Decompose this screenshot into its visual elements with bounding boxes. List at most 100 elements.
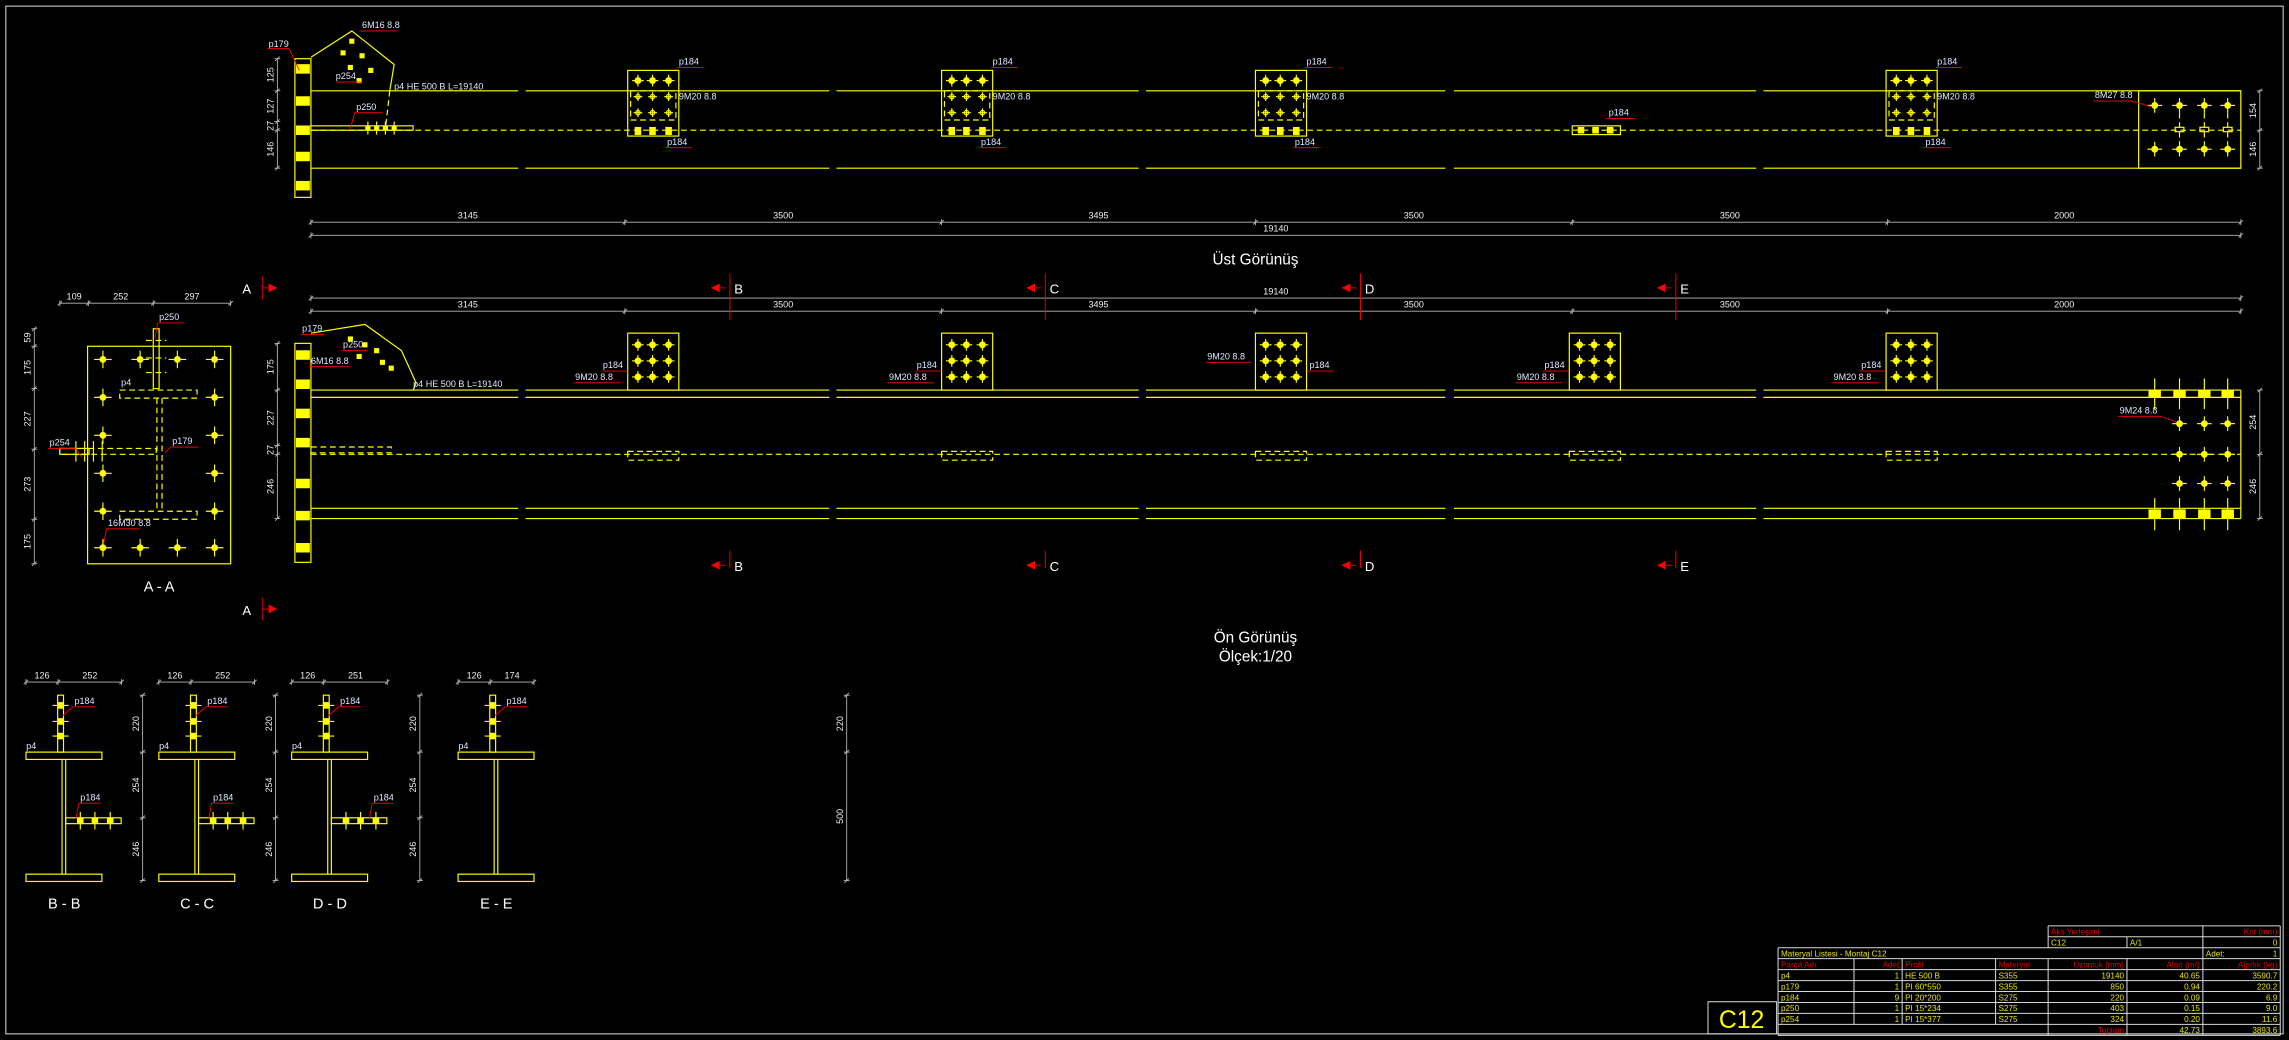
label-p179: p179 [269,39,289,49]
stiffener-plate [1254,332,1308,391]
bolt-icon [665,373,673,381]
bolt-icon [136,355,144,363]
leader-line [75,803,80,820]
dim-label: 246 [131,842,141,857]
label-p184: p184 [981,137,1001,147]
end-plate-right [2138,90,2242,169]
leader-line [62,706,74,716]
view-title: Ön Görünüş [1214,629,1298,647]
total-area: 42.73 [2180,1026,2201,1035]
dim-tick [2257,165,2263,171]
bolt-icon [665,93,672,100]
label-stiffener-bolts: 9M20 8.8 [1307,92,1345,102]
bolt-icon [962,341,970,349]
bolt-icon [1276,341,1284,349]
bolt-icon [979,357,986,365]
table-cell: 9 [1895,993,1900,1002]
table-title: Materyal Listesi - Montaj C12 [1781,949,1887,958]
bolt-icon [1892,373,1900,381]
label-p254: p254 [336,71,356,81]
table-cell: 3590.7 [2252,971,2277,980]
bolt-icon [1907,77,1915,85]
web-bolts-hidden [1568,450,1621,461]
dim-label: 500 [835,809,845,824]
leader-line [288,48,300,71]
leader-line [2160,415,2177,423]
dim-label: 175 [23,360,33,375]
bolt-icon [2224,145,2232,153]
label-p184: p184 [1609,108,1629,118]
table-cell: PI 60*550 [1905,982,1941,991]
dim-label: 126 [467,670,482,680]
plate-block [295,96,310,106]
column-header: Adet [1882,960,1900,969]
column-header: Materyal [1998,960,2029,969]
bolt-icon [665,357,673,365]
section-marker: B [734,559,743,574]
bolt-icon [1277,93,1284,100]
dim-tick [2257,516,2263,522]
web-bolts-hidden [1254,450,1308,461]
label-bolts: 16M30 8.8 [108,518,151,528]
bolt-icon [1590,341,1598,349]
bolt-block [1262,126,1269,135]
vertical-dimension: 220 500 [835,692,850,884]
web-bolts-hidden [627,450,680,461]
bolt-icon [136,544,144,552]
dim-label: 175 [266,359,276,374]
bolt-icon [99,355,107,363]
plate-block [295,437,310,448]
dim-label: 251 [348,670,363,680]
dim-label: 27 [266,121,276,131]
label-p184: p184 [917,360,937,370]
bottom-flange [25,873,103,883]
top-flange [158,751,236,760]
total-weight: 3893.6 [2252,1026,2277,1035]
bolt-block [1577,126,1585,134]
bolt-icon [634,341,642,349]
total-label: Toplam [2098,1026,2124,1035]
dim-label: 246 [2248,479,2258,494]
plate-block [295,180,310,191]
beam-label: p4 HE 500 B L=19140 [394,81,483,91]
bolt-icon [349,38,355,44]
leader-line [328,706,339,716]
plate-block [295,125,310,135]
label-p184: p184 [207,696,227,706]
dim-tick [272,692,278,698]
bolt-icon [2224,450,2232,458]
leader-line [208,803,213,820]
bolt-icon [365,125,371,131]
bolt-icon [1892,77,1900,85]
dim-tick [2257,88,2263,94]
dim-label: 254 [2248,415,2258,430]
column-header: Uzunluk (mm) [2073,960,2124,969]
table-cell: 1 [1895,982,1900,991]
leader-line [75,448,83,458]
label-p184: p184 [603,360,623,370]
bolt-block [1923,126,1931,135]
bolt-icon [1292,357,1300,365]
dim-tick [272,878,278,884]
plate-block [295,64,310,74]
label-p184: p184 [1307,57,1327,67]
label-stiffener-bolts: 9M20 8.8 [1517,372,1555,382]
label-p184: p184 [74,696,94,706]
bolt-icon [2176,101,2183,109]
bottom-flange [457,873,535,883]
bolt-icon [635,93,641,100]
dim-label: 2000 [2054,300,2074,310]
dim-label: 254 [131,777,141,792]
dim-label: 220 [835,716,845,731]
bottom-flange [291,873,369,883]
label-p250: p250 [356,102,376,112]
table-cell: 0.15 [2184,1004,2200,1013]
bolt-icon [388,365,394,371]
bolt-icon [1293,93,1300,100]
arrow-icon [1026,560,1036,570]
